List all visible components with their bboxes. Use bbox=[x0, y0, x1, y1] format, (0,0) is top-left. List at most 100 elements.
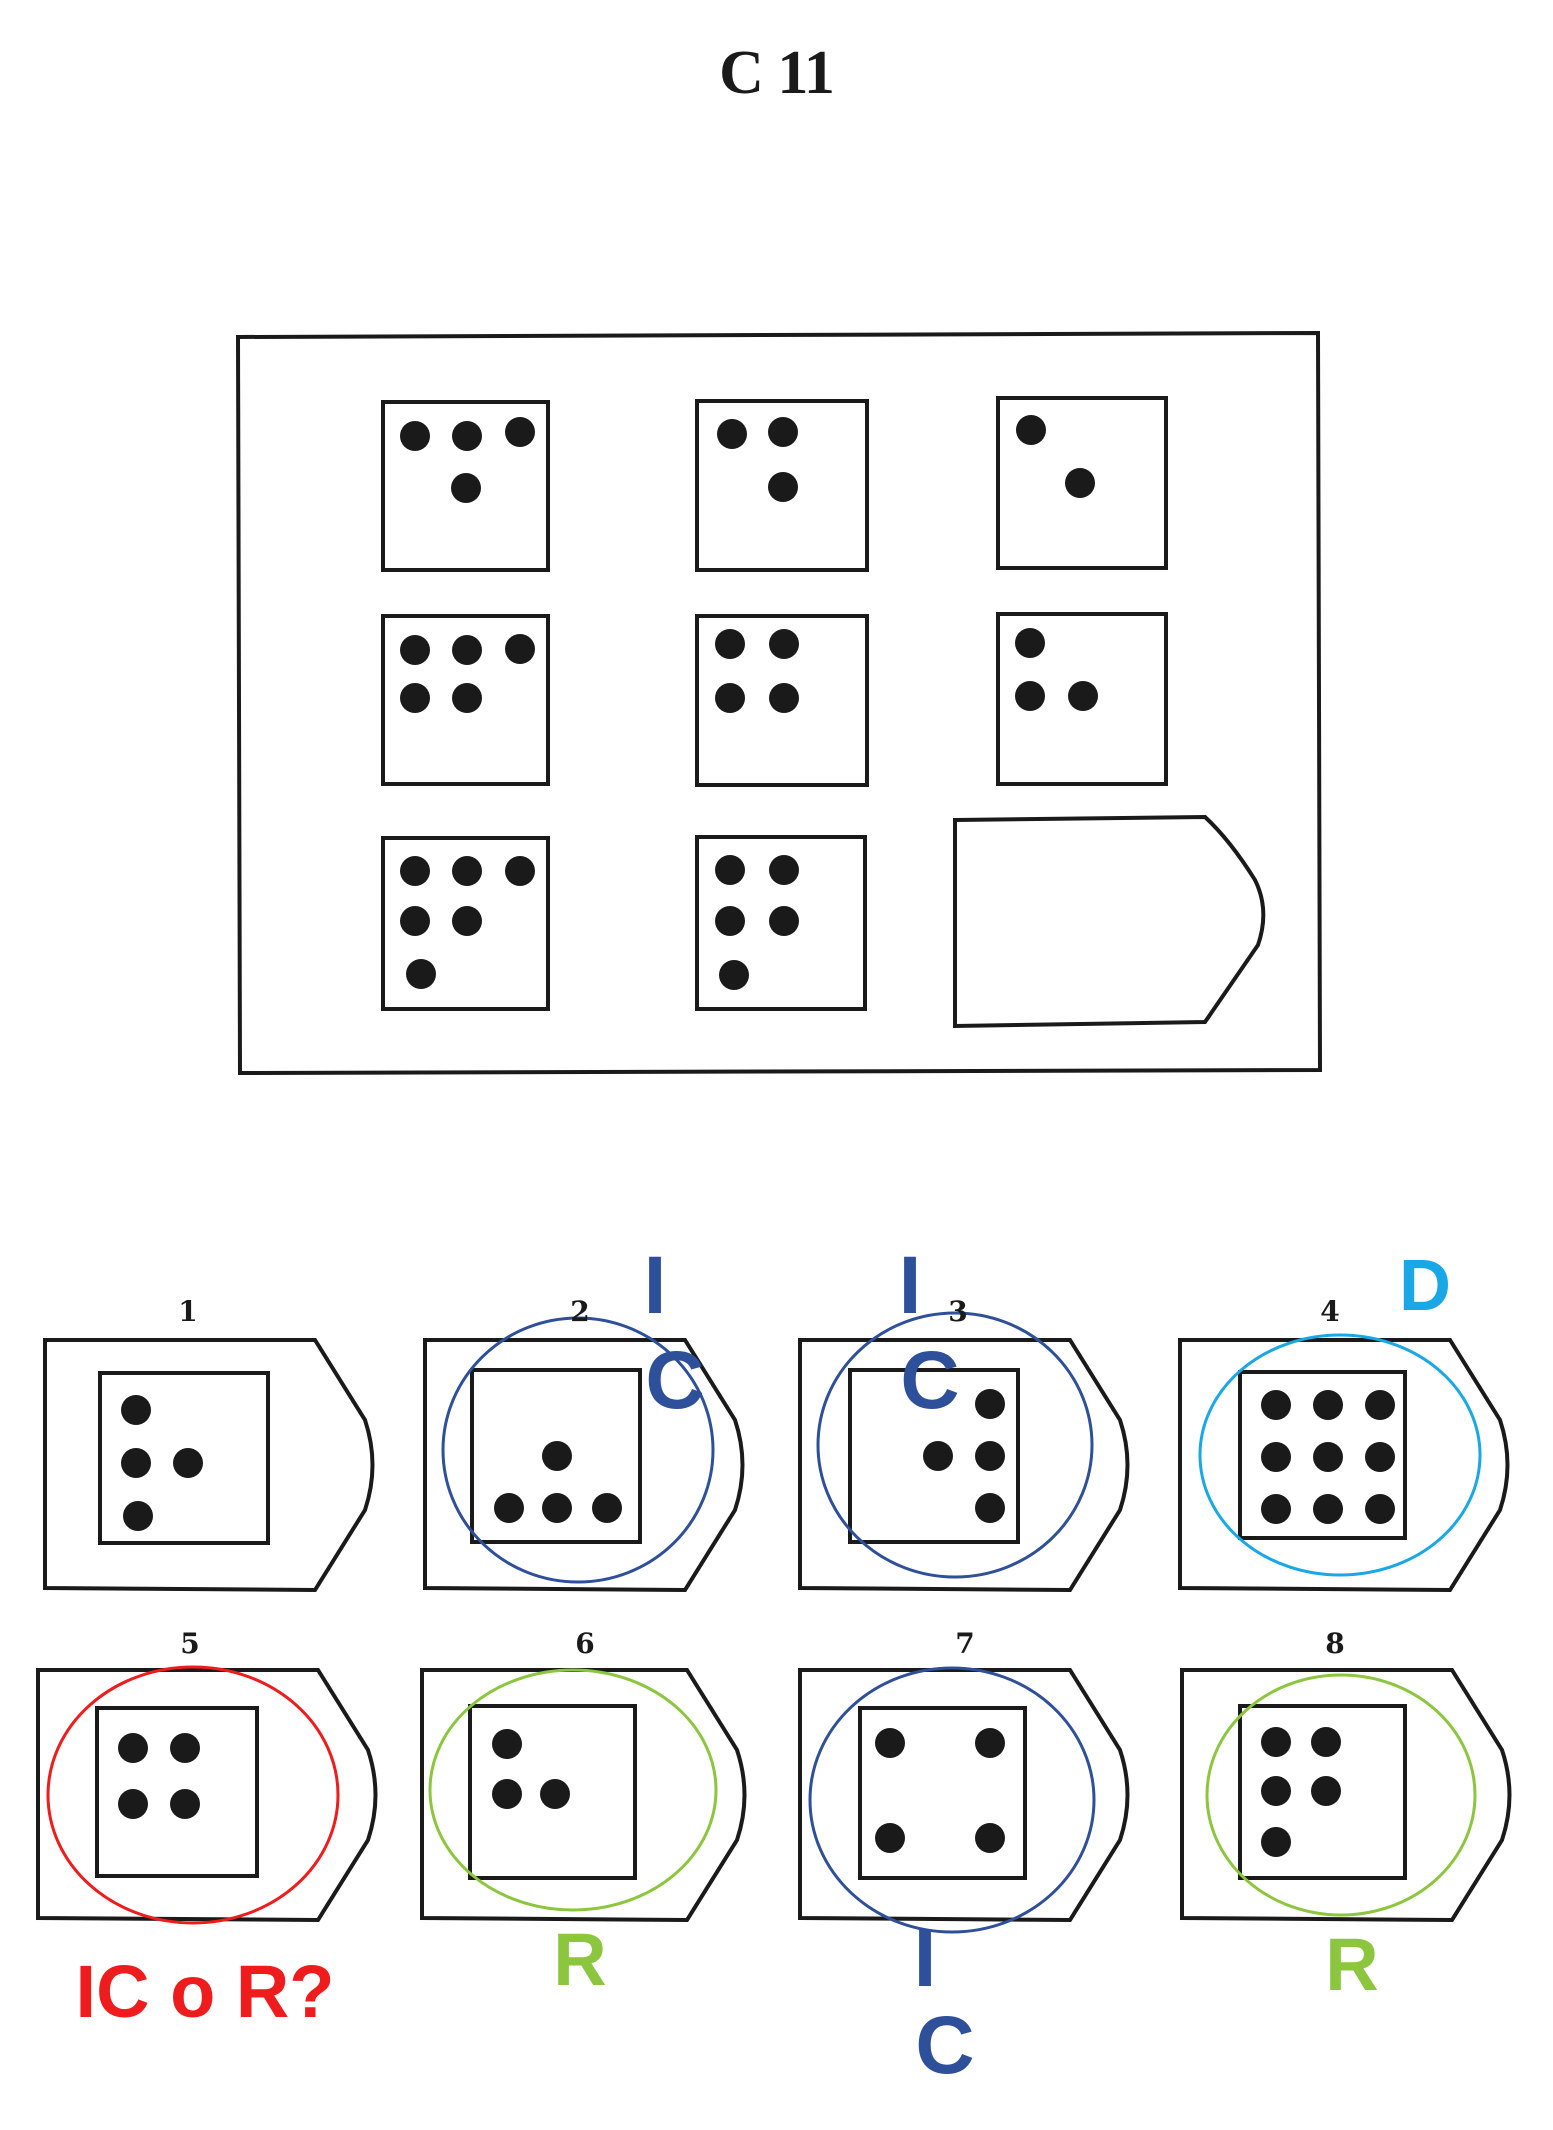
dot bbox=[173, 1448, 203, 1478]
dot bbox=[1313, 1390, 1343, 1420]
dot bbox=[1261, 1494, 1291, 1524]
annotation-opt7-c: C bbox=[915, 2000, 975, 2091]
missing-answer-slot bbox=[953, 814, 1266, 1029]
dot bbox=[123, 1501, 153, 1531]
option-number: 2 bbox=[570, 1295, 590, 1328]
annotation-ellipse bbox=[428, 1668, 718, 1912]
dot bbox=[452, 635, 482, 665]
dot bbox=[452, 421, 482, 451]
dot bbox=[170, 1733, 200, 1763]
dot bbox=[1365, 1390, 1395, 1420]
dot bbox=[975, 1728, 1005, 1758]
dot bbox=[121, 1395, 151, 1425]
option-inner-box bbox=[1238, 1704, 1407, 1880]
dot bbox=[769, 906, 799, 936]
option-number: 8 bbox=[1325, 1627, 1345, 1660]
matrix-cell bbox=[996, 612, 1168, 786]
option-inner-box bbox=[95, 1706, 259, 1878]
dot bbox=[1068, 681, 1098, 711]
dot bbox=[400, 683, 430, 713]
annotation-opt2-c: C bbox=[645, 1335, 705, 1426]
dot bbox=[451, 473, 481, 503]
dot bbox=[1016, 415, 1046, 445]
option-card[interactable] bbox=[36, 1668, 378, 1923]
dot bbox=[1313, 1442, 1343, 1472]
dot bbox=[492, 1729, 522, 1759]
dot bbox=[768, 472, 798, 502]
annotation-ellipse bbox=[1205, 1673, 1477, 1917]
annotation-opt6-r: R bbox=[553, 1918, 607, 2001]
dot bbox=[118, 1789, 148, 1819]
annotation-opt3-i: I bbox=[898, 1240, 922, 1331]
dot bbox=[400, 856, 430, 886]
dot bbox=[769, 855, 799, 885]
dot bbox=[1261, 1390, 1291, 1420]
dot bbox=[1065, 468, 1095, 498]
option-number: 6 bbox=[575, 1627, 595, 1660]
dot bbox=[1261, 1727, 1291, 1757]
matrix-cell bbox=[695, 399, 869, 572]
dot bbox=[975, 1441, 1005, 1471]
dot bbox=[717, 419, 747, 449]
matrix-cell bbox=[695, 614, 869, 787]
dot bbox=[875, 1823, 905, 1853]
option-number: 3 bbox=[948, 1295, 968, 1328]
dot bbox=[400, 906, 430, 936]
dot bbox=[1311, 1727, 1341, 1757]
matrix-cell bbox=[996, 396, 1168, 570]
annotation-opt2-i: I bbox=[643, 1240, 667, 1331]
dot bbox=[452, 683, 482, 713]
dot bbox=[1365, 1442, 1395, 1472]
option-card[interactable] bbox=[43, 1338, 375, 1593]
option-card[interactable] bbox=[798, 1668, 1130, 1923]
annotation-ellipse bbox=[1198, 1333, 1482, 1577]
dot bbox=[492, 1779, 522, 1809]
dot bbox=[505, 856, 535, 886]
dot bbox=[975, 1493, 1005, 1523]
dot bbox=[715, 683, 745, 713]
dot bbox=[1261, 1827, 1291, 1857]
dot bbox=[975, 1389, 1005, 1419]
matrix-cell bbox=[381, 614, 550, 786]
dot bbox=[1311, 1776, 1341, 1806]
matrix-cell bbox=[381, 836, 550, 1011]
option-card[interactable] bbox=[798, 1338, 1130, 1593]
dot bbox=[118, 1733, 148, 1763]
option-card[interactable] bbox=[1178, 1338, 1510, 1593]
option-card[interactable] bbox=[423, 1338, 745, 1593]
annotation-ellipse bbox=[46, 1665, 340, 1925]
matrix-cell bbox=[381, 400, 550, 572]
dot bbox=[1365, 1494, 1395, 1524]
dot bbox=[768, 417, 798, 447]
annotation-opt7-i: I bbox=[913, 1913, 937, 2004]
matrix-frame bbox=[235, 330, 1323, 1076]
dot bbox=[715, 629, 745, 659]
dot bbox=[923, 1441, 953, 1471]
dot bbox=[769, 683, 799, 713]
dot bbox=[875, 1728, 905, 1758]
dot bbox=[505, 417, 535, 447]
dot bbox=[715, 906, 745, 936]
dot bbox=[494, 1493, 524, 1523]
dot bbox=[452, 906, 482, 936]
annotation-opt8-r: R bbox=[1325, 1923, 1379, 2006]
option-number: 7 bbox=[955, 1627, 975, 1660]
annotation-ellipse bbox=[441, 1316, 715, 1584]
dot bbox=[540, 1779, 570, 1809]
dot bbox=[975, 1823, 1005, 1853]
dot bbox=[400, 421, 430, 451]
option-inner-box bbox=[848, 1368, 1020, 1544]
annotation-opt3-c: C bbox=[900, 1335, 960, 1426]
option-card[interactable] bbox=[420, 1668, 747, 1923]
dot bbox=[1015, 681, 1045, 711]
option-number: 1 bbox=[178, 1295, 198, 1328]
option-inner-box bbox=[858, 1706, 1027, 1880]
dot bbox=[542, 1493, 572, 1523]
annotation-opt5-q: IC o R? bbox=[75, 1950, 335, 2033]
option-card[interactable] bbox=[1180, 1668, 1512, 1923]
option-number: 5 bbox=[180, 1627, 200, 1660]
dot bbox=[1261, 1442, 1291, 1472]
dot bbox=[715, 855, 745, 885]
dot bbox=[769, 629, 799, 659]
dot bbox=[400, 635, 430, 665]
